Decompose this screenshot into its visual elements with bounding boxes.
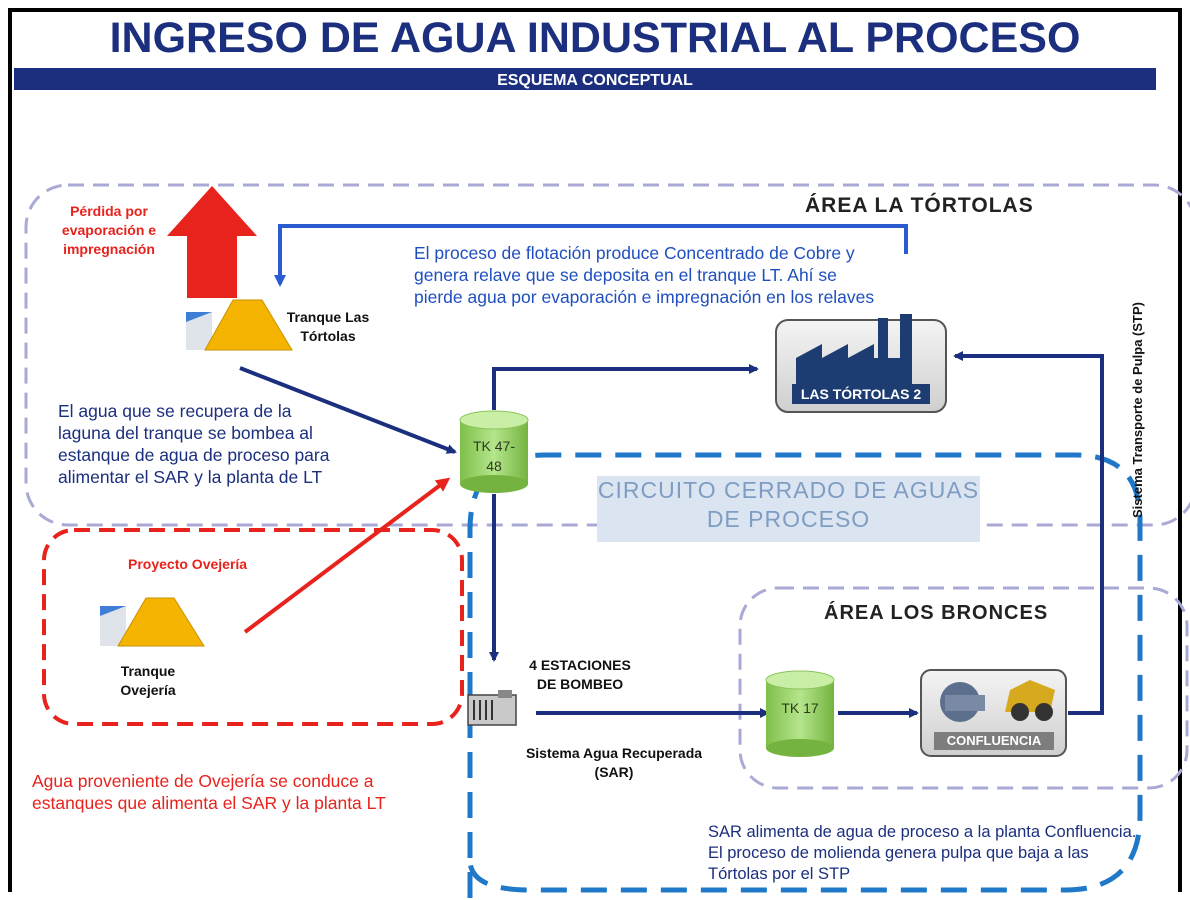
ovejeria-project-label: Proyecto Ovejería — [128, 556, 248, 572]
tranque-tortolas-label: Tranque Las Tórtolas — [286, 309, 370, 344]
tranque-ovejeria-label: Tranque Ovejería — [120, 663, 176, 698]
tortolas2-plant-icon — [775, 314, 947, 413]
area-bronces-boundary — [738, 586, 1189, 790]
loss-label: Pérdida por evaporación e impregnación — [61, 203, 157, 257]
ovejeria-boundary — [42, 528, 464, 726]
loss-arrow-icon — [167, 186, 257, 298]
page-title: INGRESO DE AGUA INDUSTRIAL AL PROCESO — [109, 14, 1081, 62]
tk4748-to-plant-arrow — [492, 364, 759, 410]
subtitle-band — [14, 68, 1156, 90]
confluencia-plant-icon — [920, 669, 1067, 757]
confluencia-label: CONFLUENCIA — [946, 733, 1042, 748]
area-tortolas-title: ÁREA LA TÓRTOLAS — [805, 194, 1034, 217]
flotation-note: El proceso de flotación produce Concentr… — [414, 243, 875, 307]
area-bronces-title: ÁREA LOS BRONCES — [824, 602, 1049, 624]
stp-arrow — [953, 351, 1104, 715]
tranque-to-tk4748-arrow — [239, 366, 457, 454]
tk17-label: TK 17 — [781, 700, 819, 716]
ovejeria-note: Agua proveniente de Ovejería se conduce … — [32, 771, 386, 813]
tk17-tank-icon — [765, 670, 835, 757]
sar-label: Sistema Agua Recuperada (SAR) — [525, 745, 703, 780]
ovejeria-to-tk4748-arrow — [243, 477, 451, 634]
stp-label: Sistema Transporte de Pulpa (STP) — [1130, 302, 1145, 518]
page-subtitle: ESQUEMA CONCEPTUAL — [497, 72, 693, 89]
tk4748-tank-icon — [459, 410, 529, 493]
circuit-label: CIRCUITO CERRADO DE AGUAS DE PROCESO — [597, 476, 980, 542]
flotation-return-arrow — [274, 224, 908, 287]
tranque-tortolas-icon — [186, 299, 293, 351]
sar-note: SAR alimenta de agua de proceso a la pla… — [708, 823, 1137, 883]
tranque-ovejeria-icon — [100, 597, 205, 647]
tk4748-label: TK 47-48 — [472, 438, 515, 474]
pump-station-icon — [467, 690, 517, 726]
area-tortolas-boundary — [24, 183, 1190, 527]
outer-frame — [8, 8, 1182, 892]
tortolas2-label: LAS TÓRTOLAS 2 — [800, 386, 922, 402]
pump-stations-label: 4 ESTACIONES DE BOMBEO — [529, 657, 631, 692]
recovery-note: El agua que se recupera de la laguna del… — [58, 401, 330, 487]
